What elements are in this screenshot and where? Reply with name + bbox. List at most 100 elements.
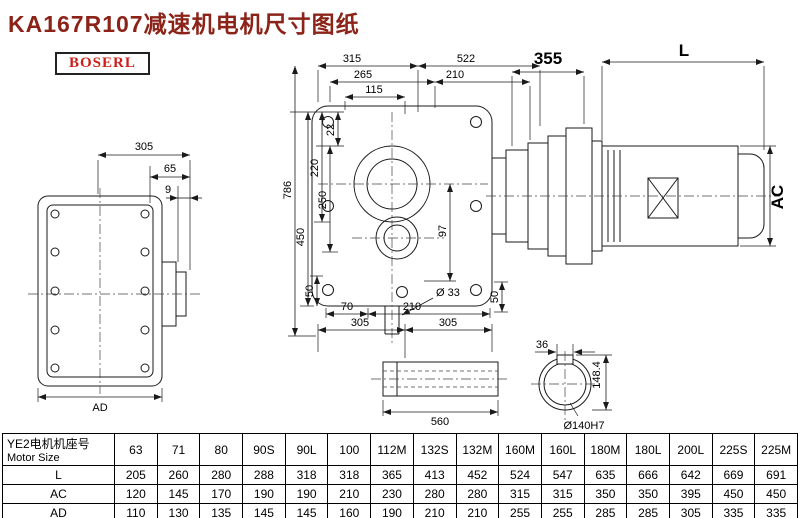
size-col-header: 71 bbox=[156, 433, 201, 466]
dim-210-top: 210 bbox=[446, 69, 464, 81]
table-cell: 120 bbox=[114, 484, 158, 504]
dim-315: 315 bbox=[343, 53, 361, 65]
table-cell: 160 bbox=[327, 503, 372, 518]
table-cell: 210 bbox=[327, 484, 372, 504]
dim-305-side: 305 bbox=[135, 141, 153, 153]
table-cell: 450 bbox=[711, 484, 756, 504]
dim-dia33: Ø 33 bbox=[436, 287, 460, 299]
bore-view: 36 148.4 Ø140H7 bbox=[531, 339, 612, 432]
dim-265: 265 bbox=[354, 69, 372, 81]
table-cell: 691 bbox=[754, 465, 798, 485]
table-cell: 413 bbox=[412, 465, 457, 485]
table-cell: 285 bbox=[626, 503, 670, 518]
side-view: 305 65 9 AD bbox=[28, 141, 202, 414]
dim-dia140H7: Ø140H7 bbox=[564, 420, 605, 432]
dim-50-left: 50 bbox=[304, 285, 316, 297]
dim-AD-side: AD bbox=[92, 402, 107, 414]
dim-355: 355 bbox=[534, 49, 562, 68]
row-label: AD bbox=[2, 503, 115, 518]
table-cell: 350 bbox=[583, 484, 628, 504]
size-col-header: 63 bbox=[114, 433, 158, 466]
size-col-header: 132S bbox=[412, 433, 457, 466]
front-left-dimensions: 22 220 250 450 786 bbox=[282, 66, 344, 337]
table-cell: 255 bbox=[498, 503, 542, 518]
logo-text: BOSERL bbox=[69, 55, 136, 71]
table-cell: 255 bbox=[540, 503, 585, 518]
size-col-header: 200L bbox=[668, 433, 713, 466]
table-cell: 145 bbox=[284, 503, 329, 518]
table-cell: 230 bbox=[370, 484, 414, 504]
size-col-header: 90L bbox=[284, 433, 329, 466]
table-cell: 547 bbox=[540, 465, 585, 485]
table-cell: 135 bbox=[199, 503, 244, 518]
size-col-header: 132M bbox=[455, 433, 500, 466]
table-cell: 318 bbox=[327, 465, 372, 485]
table-cell: 450 bbox=[754, 484, 798, 504]
dim-305-b: 305 bbox=[439, 317, 457, 329]
bore-dimensions: 36 148.4 Ø140H7 bbox=[535, 339, 612, 432]
dim-305-a: 305 bbox=[351, 317, 369, 329]
size-col-header: 180M bbox=[583, 433, 628, 466]
dim-22: 22 bbox=[325, 124, 337, 136]
gearbox-front-body bbox=[311, 105, 493, 307]
dim-560: 560 bbox=[431, 416, 449, 428]
table-cell: 110 bbox=[114, 503, 158, 518]
table-cell: 452 bbox=[455, 465, 500, 485]
dim-250: 250 bbox=[317, 191, 329, 209]
dim-70: 70 bbox=[341, 301, 353, 313]
size-col-header: 180L bbox=[626, 433, 670, 466]
table-cell: 145 bbox=[242, 503, 286, 518]
table-cell: 280 bbox=[199, 465, 244, 485]
table-cell: 318 bbox=[284, 465, 329, 485]
motor-size-header-cn: YE2电机机座号 bbox=[7, 437, 90, 451]
table-cell: 666 bbox=[626, 465, 670, 485]
table-cell: 669 bbox=[711, 465, 756, 485]
motor-dimensions: 355 L AC bbox=[511, 41, 787, 247]
table-cell: 335 bbox=[711, 503, 756, 518]
motor-view: 355 L AC bbox=[486, 41, 787, 265]
table-cell: 210 bbox=[455, 503, 500, 518]
dim-148-4: 148.4 bbox=[591, 361, 603, 389]
dim-36: 36 bbox=[536, 339, 548, 351]
technical-drawing: 305 65 9 AD bbox=[28, 41, 787, 432]
dim-AC: AC bbox=[768, 185, 787, 210]
dim-65-side: 65 bbox=[164, 163, 176, 175]
table-cell: 280 bbox=[412, 484, 457, 504]
size-col-header: 80 bbox=[199, 433, 244, 466]
size-col-header: 160L bbox=[540, 433, 585, 466]
front-bottom-dimensions: 97 50 70 210 Ø 33 50 bbox=[304, 184, 508, 318]
table-cell: 190 bbox=[284, 484, 329, 504]
table-cell: 365 bbox=[370, 465, 414, 485]
table-cell: 260 bbox=[156, 465, 201, 485]
side-bolt-holes bbox=[50, 209, 150, 373]
table-cell: 205 bbox=[114, 465, 158, 485]
dim-220: 220 bbox=[309, 159, 321, 177]
table-cell: 524 bbox=[498, 465, 542, 485]
table-cell: 350 bbox=[626, 484, 670, 504]
front-view: 315 522 265 210 115 22 220 250 450 786 bbox=[282, 53, 541, 344]
table-cell: 190 bbox=[242, 484, 286, 504]
table-cell: 335 bbox=[754, 503, 798, 518]
shaft-view: 305 305 560 bbox=[317, 317, 509, 428]
size-col-header: 160M bbox=[498, 433, 542, 466]
table-cell: 210 bbox=[412, 503, 457, 518]
size-col-header: 225M bbox=[754, 433, 798, 466]
table-cell: 285 bbox=[583, 503, 628, 518]
dim-786: 786 bbox=[282, 181, 294, 199]
table-cell: 280 bbox=[455, 484, 500, 504]
table-cell: 642 bbox=[668, 465, 713, 485]
size-col-header: 225S bbox=[711, 433, 756, 466]
table-cell: 130 bbox=[156, 503, 201, 518]
shaft-dimensions: 305 305 560 bbox=[317, 317, 499, 428]
size-col-header: 90S bbox=[242, 433, 286, 466]
table-cell: 315 bbox=[540, 484, 585, 504]
dim-L: L bbox=[679, 41, 689, 60]
page-title: KA167R107减速机电机尺寸图纸 bbox=[8, 11, 360, 37]
side-view-dimensions: 305 65 9 AD bbox=[37, 141, 202, 414]
dim-97: 97 bbox=[437, 225, 449, 237]
size-col-header: 112M bbox=[370, 433, 414, 466]
